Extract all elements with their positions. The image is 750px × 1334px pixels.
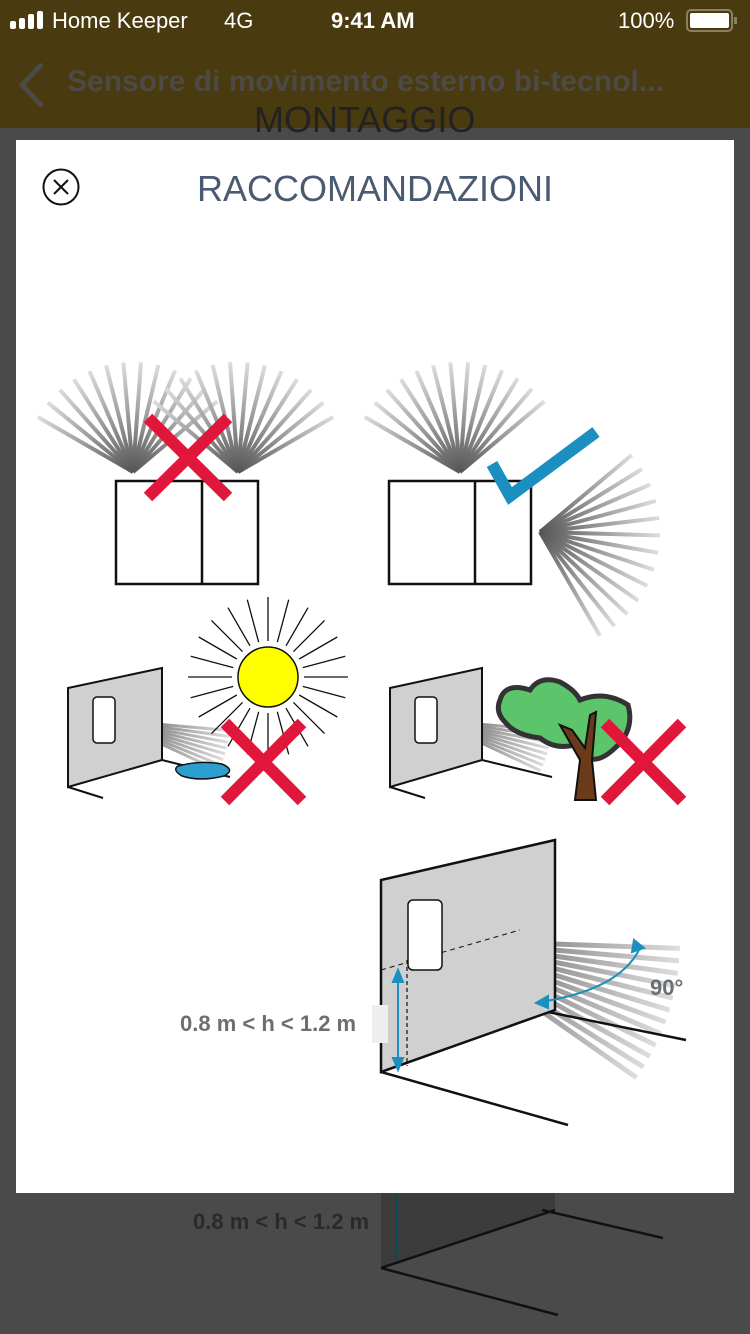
detection-ray <box>58 388 135 474</box>
network: 4G <box>224 8 254 33</box>
sensor-icon <box>407 899 443 971</box>
detection-ray <box>385 388 462 474</box>
detection-ray <box>72 378 135 474</box>
sun-ray <box>210 619 244 653</box>
angle-label: 90° <box>650 975 683 1000</box>
sun-ray <box>198 636 238 660</box>
sun-ray <box>285 607 309 647</box>
sun-ray <box>298 694 338 718</box>
detection-ray <box>236 400 325 474</box>
detection-ray <box>87 370 135 473</box>
detection-ray <box>538 530 629 616</box>
sun-ray <box>292 701 326 735</box>
detection-ray <box>236 378 299 474</box>
detection-ray <box>458 387 534 474</box>
detection-ray <box>131 362 143 473</box>
detection-ray <box>458 364 488 473</box>
detection-ray <box>539 530 661 538</box>
angle-arrow-icon <box>533 938 647 1010</box>
detection-ray <box>538 467 644 534</box>
detection-ray <box>539 530 659 555</box>
detection-ray <box>236 362 250 473</box>
detection-ray <box>152 399 240 474</box>
detection-ray <box>121 362 135 473</box>
detection-ray <box>539 516 660 534</box>
detection-ray <box>431 364 462 473</box>
detection-fan <box>363 362 546 474</box>
recommendations-modal: RACCOMANDAZIONI 0.8 m < h < 1.2 m 90° <box>16 140 734 1193</box>
background-height-label: 0.8 m < h < 1.2 m <box>193 1209 369 1234</box>
detection-ray <box>104 364 135 473</box>
battery-percent: 100% <box>618 8 675 33</box>
detection-ray <box>458 377 520 474</box>
sun-ray <box>210 701 244 735</box>
water-puddle-icon <box>175 761 231 780</box>
detection-ray <box>539 530 649 588</box>
close-icon[interactable] <box>42 168 80 206</box>
detection-ray <box>46 400 135 474</box>
checkmark-icon <box>486 427 600 505</box>
detection-ray <box>458 399 546 474</box>
detection-ray <box>228 362 240 473</box>
detection-ray <box>236 364 267 473</box>
detection-fan <box>538 453 661 637</box>
detection-ray <box>458 369 504 473</box>
sensor-icon <box>414 696 438 744</box>
signal-icon <box>10 11 43 29</box>
sun-ray <box>302 685 346 699</box>
room-plan-wrong <box>114 479 260 586</box>
detection-ray <box>539 499 657 534</box>
clock: 9:41 AM <box>331 8 415 33</box>
detection-ray <box>236 415 335 474</box>
detection-ray <box>538 530 602 637</box>
detection-ray <box>373 400 462 474</box>
sun-ray <box>276 599 290 643</box>
back-button[interactable] <box>14 60 54 110</box>
sun-ray <box>190 685 234 699</box>
sun-ray <box>198 694 238 718</box>
status-bar: Home Keeper 4G 9:41 AM 100% <box>0 0 750 40</box>
sensor-icon <box>92 696 116 744</box>
detection-ray <box>236 388 313 474</box>
recommendations-illustration: 0.8 m < h < 1.2 m 90° <box>36 362 687 1127</box>
sun-ray <box>292 619 326 653</box>
detection-ray <box>458 362 470 473</box>
sun-ray <box>227 607 251 647</box>
nav-bar: Sensore di movimento esterno bi-tecnol..… <box>0 40 750 128</box>
sun-ray <box>227 707 251 747</box>
sun-ray <box>302 655 346 669</box>
detection-ray <box>131 364 161 473</box>
detection-ray <box>538 530 640 603</box>
cross-icon <box>220 718 307 806</box>
detection-ray <box>538 453 634 534</box>
detection-ray <box>36 415 134 474</box>
detection-ray <box>363 415 462 474</box>
cross-icon <box>600 718 687 806</box>
detection-ray <box>538 530 616 628</box>
sun-ray <box>276 711 290 755</box>
sun-ray <box>246 599 260 643</box>
carrier: Home Keeper <box>52 8 188 33</box>
room-plan-correct <box>387 479 533 586</box>
cross-icon <box>143 413 233 502</box>
detection-ray <box>414 370 462 473</box>
detection-ray <box>448 362 462 473</box>
sun-ray <box>298 636 338 660</box>
detection-ray <box>236 370 284 473</box>
background-heading: MONTAGGIO <box>254 99 476 140</box>
detection-ray <box>178 377 240 474</box>
battery-icon <box>686 9 737 32</box>
sun-ray <box>190 655 234 669</box>
tree-icon <box>495 677 633 801</box>
height-arrow-icon <box>391 967 405 1073</box>
nav-title: Sensore di movimento esterno bi-tecnol..… <box>67 65 664 98</box>
modal-title: RACCOMANDAZIONI <box>196 168 553 209</box>
height-label: 0.8 m < h < 1.2 m <box>180 1011 356 1036</box>
detection-ray <box>539 530 655 572</box>
sun-icon <box>188 597 348 757</box>
detection-ray <box>164 387 240 474</box>
detection-ray <box>399 378 462 474</box>
detection-ray <box>539 482 651 534</box>
